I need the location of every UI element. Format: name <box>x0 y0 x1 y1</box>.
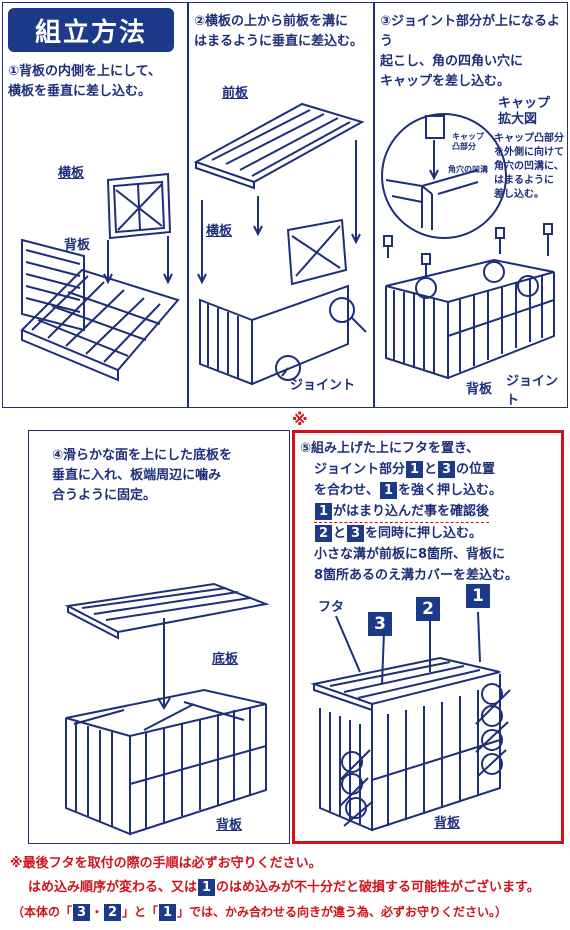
step5-label-seita: 背板 <box>434 816 461 831</box>
step5-callout-3: 3 <box>368 612 392 636</box>
step5-label-futa: フタ <box>318 600 345 615</box>
step5-illustration <box>310 611 511 832</box>
footer-line3-c: 」と「 <box>122 905 159 919</box>
step5-num-1c: 1 <box>315 503 332 520</box>
step5-num-3b: 3 <box>347 525 365 542</box>
footer-line3-d: 」では、かみ合わせる向きが違う為、必ずお守りください。） <box>177 905 508 919</box>
footer-num-2: 2 <box>104 904 122 921</box>
step3-instruction: ③ジョイント部分が上になるよう 起こし、角の四角い穴に キャップを差し込む。 <box>380 14 561 89</box>
step5-line1: ⑤組み上げた上にフタを置き、 <box>300 441 480 456</box>
footer-line1: ※最後フタを取付の際の手順は必ずお守りください。 <box>10 856 322 871</box>
step1-illustration <box>20 172 180 382</box>
step5-num-1: 1 <box>406 461 424 478</box>
step4-label-seita: 背板 <box>216 818 243 833</box>
step1-instruction: ①背板の内側を上にして、 横板を垂直に差し込む。 <box>8 64 161 99</box>
step1-label-seita: 背板 <box>64 238 91 253</box>
footer-line2-a: はめ込み順序が変わる、又は <box>28 880 198 895</box>
footer-num-1b: 1 <box>159 904 177 921</box>
step3-cap-description: キャップ凸部分 を外側に向けて 角穴の凹溝に、 はまるように 差し込む。 <box>494 133 564 200</box>
step5-line3-b: を強く押し込む。 <box>398 483 503 498</box>
step4-instruction: ④滑らかな面を上にした底板を 垂直に入れ、板端周辺に噛み 合うように固定。 <box>52 448 233 503</box>
footer-line2-b: のはめ込みが不十分だと破損する可能性がございます。 <box>216 880 540 895</box>
step5-line5-b: と <box>333 526 347 541</box>
step3-cap-groove-label: 角穴の凹溝 <box>448 165 488 174</box>
footer-num-1: 1 <box>198 879 216 896</box>
step3-label-seita: 背板 <box>466 382 493 397</box>
footer-line3: （本体の「3・2」と「1」では、かみ合わせる向きが違う為、必ずお守りください。） <box>10 900 565 924</box>
asterisk-mark: ※ <box>292 410 308 429</box>
footer-line3-b: ・ <box>91 905 104 919</box>
step3-cap-convex-label: キャップ 凸部分 <box>452 132 484 151</box>
step3-panel <box>374 2 568 408</box>
step5-line2-b: と <box>424 462 438 477</box>
step3-illustration <box>381 113 555 380</box>
step5-num-1b: 1 <box>380 482 398 499</box>
step3-cap-title: キャップ 拡大図 <box>498 96 551 127</box>
step5-line6: 小さな溝が前板に8箇所、背板に <box>314 547 506 562</box>
step1-panel <box>2 2 188 408</box>
step5-num-3: 3 <box>438 461 456 478</box>
step5-panel <box>292 430 564 844</box>
step5-line2-a: ジョイント部分 <box>314 462 406 477</box>
page-title: 組立方法 <box>8 8 174 52</box>
step5-callout-2: 2 <box>416 597 440 621</box>
step5-line3-a: を合わせ、 <box>314 483 380 498</box>
step5-callout-1: 1 <box>466 584 490 608</box>
step2-label-yokoita: 横板 <box>206 224 233 239</box>
step5-line7: 8箇所あるのえ溝カバーを差込む。 <box>314 568 519 583</box>
step5-num-2: 2 <box>315 525 332 542</box>
step4-illustration <box>64 582 270 836</box>
step2-instruction: ②横板の上から前板を溝に はまるように垂直に差込む。 <box>194 14 364 49</box>
step5-line5-c: を同時に押し込む。 <box>365 526 483 541</box>
step4-label-sokoita: 底板 <box>212 652 239 667</box>
step2-label-joint: ジョイント <box>290 378 356 393</box>
footer-num-3: 3 <box>73 904 91 921</box>
step3-label-joint: ジョイント <box>506 374 559 408</box>
step1-label-yokoita: 横板 <box>58 166 85 181</box>
footer-line3-a: （本体の「 <box>12 905 73 919</box>
step5-line4-text: がはまり込んだ事を確認後 <box>333 504 490 519</box>
step2-label-maeita: 前板 <box>222 86 249 101</box>
step5-line2-c: の位置 <box>456 462 496 477</box>
step2-illustration <box>193 102 367 386</box>
